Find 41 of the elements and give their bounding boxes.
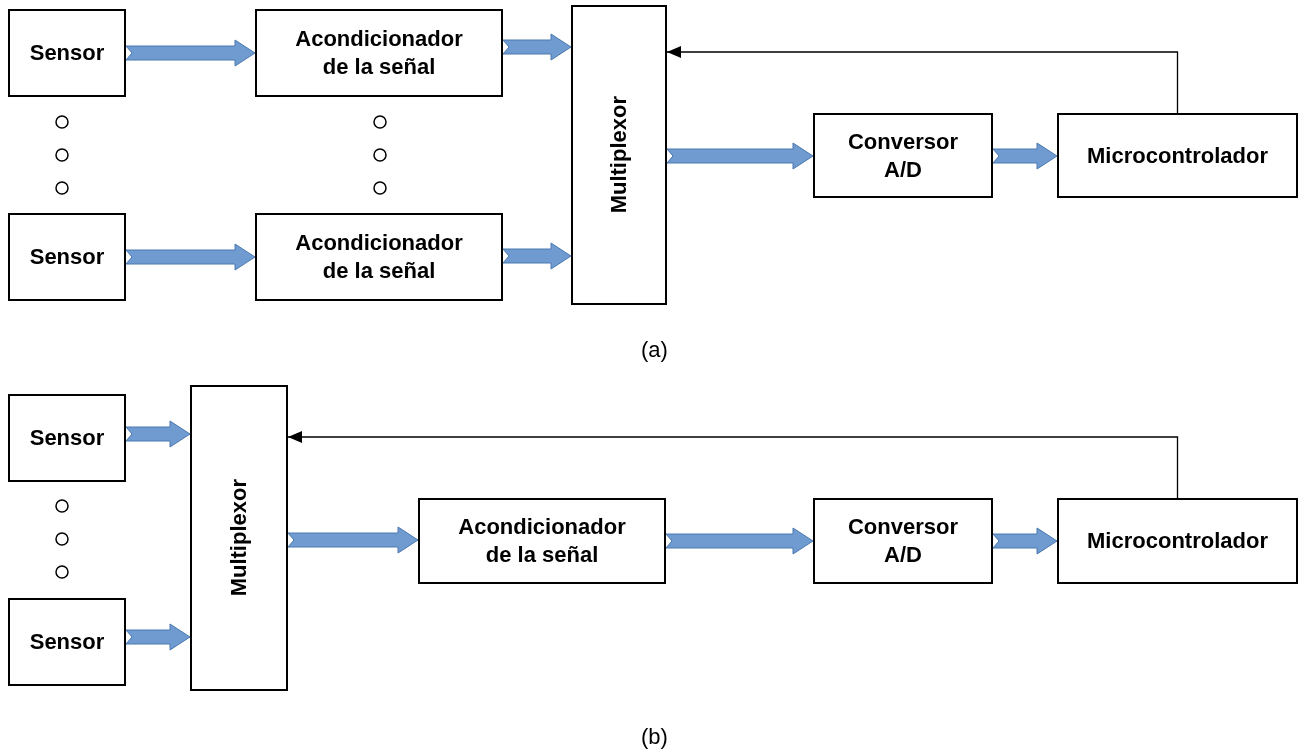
block-box <box>813 498 993 584</box>
panel-label: (a) <box>641 337 668 363</box>
block-label: Sensor <box>29 628 105 656</box>
panel-label: (b) <box>641 724 668 750</box>
block-arrow <box>502 242 572 270</box>
block-arrow <box>666 142 814 170</box>
block-box <box>190 385 288 691</box>
block-arrow <box>992 527 1058 555</box>
block-arrow <box>125 39 256 67</box>
block-box <box>8 9 126 97</box>
block-arrow <box>287 526 419 554</box>
block-label: Acondicionador de la señal <box>294 229 464 285</box>
block-arrow <box>992 142 1058 170</box>
block-label: Microcontrolador <box>1087 527 1268 555</box>
block-label: Sensor <box>29 424 105 452</box>
block-box <box>8 394 126 482</box>
block-box <box>1057 498 1298 584</box>
block-arrow <box>502 33 572 61</box>
block-label: Multiplexor <box>225 479 252 597</box>
block-label: Sensor <box>29 243 105 271</box>
block-box <box>1057 113 1298 198</box>
block-box <box>255 213 503 301</box>
block-box <box>571 5 667 305</box>
block-label: Conversor A/D <box>846 127 959 184</box>
block-label: Acondicionador de la señal <box>294 25 464 81</box>
block-box <box>813 113 993 198</box>
arrow <box>287 431 1179 499</box>
arrow <box>666 46 1179 114</box>
block-arrow <box>125 420 191 448</box>
block-arrow <box>125 623 191 651</box>
block-arrow <box>665 527 814 555</box>
block-label: Sensor <box>29 39 105 67</box>
block-arrow <box>125 243 256 271</box>
block-box <box>8 213 126 301</box>
block-box <box>8 598 126 686</box>
block-label: Acondicionador de la señal <box>457 513 627 569</box>
block-box <box>255 9 503 97</box>
block-label: Conversor A/D <box>846 513 959 569</box>
block-label: Microcontrolador <box>1087 141 1268 170</box>
block-label: Multiplexor <box>605 96 632 214</box>
block-box <box>418 498 666 584</box>
